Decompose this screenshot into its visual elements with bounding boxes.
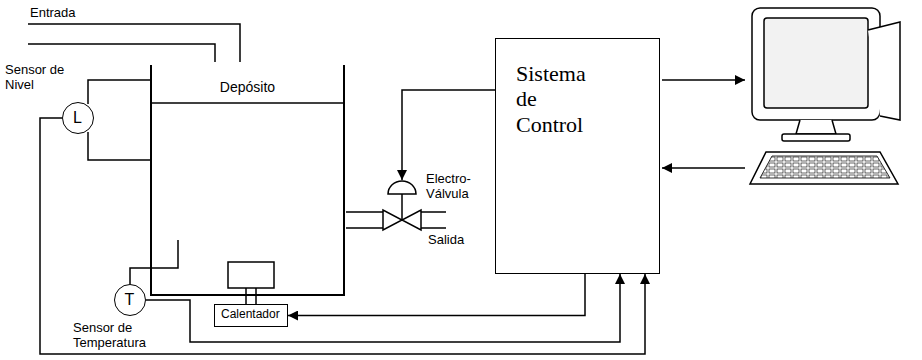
keyboard-keys	[760, 156, 890, 178]
heater-name: Calentador	[221, 308, 280, 322]
sensor-name: Sensor de Nivel	[5, 63, 79, 93]
level-sensor: LSensor de Nivel	[62, 102, 94, 134]
keyboard	[750, 152, 898, 184]
inlet-pipe	[28, 44, 215, 62]
sensor-letter: L	[63, 109, 92, 127]
input-arrow	[662, 167, 745, 169]
control-name: Sistema de Control	[516, 61, 606, 137]
heater-element	[228, 262, 274, 288]
heater-stem	[246, 288, 256, 304]
sensor-letter: T	[115, 291, 144, 309]
output-arrow	[662, 79, 745, 81]
heater-box: Calentador	[214, 304, 288, 327]
valve-name: Electro-Válvula	[426, 172, 496, 202]
valve-symbol	[380, 180, 424, 236]
outlet-pipe	[421, 212, 446, 228]
sensor-name: Sensor de Temperatura	[73, 321, 163, 351]
temperature-sensor: TSensor de Temperatura	[114, 284, 146, 316]
inlet-pipe	[28, 24, 240, 62]
tank: Depósito	[150, 65, 345, 296]
monitor-body	[868, 22, 900, 120]
signal-connector	[146, 274, 620, 342]
outlet-pipe	[346, 212, 383, 228]
inlet-label: Entrada	[30, 6, 76, 21]
monitor-stand	[796, 120, 836, 134]
monitor-screen	[764, 18, 868, 108]
monitor-base	[782, 134, 850, 141]
control-box: Sistema de Control	[495, 38, 660, 274]
outlet-label: Salida	[428, 233, 464, 248]
temperature-probe	[130, 240, 178, 284]
liquid-level	[151, 102, 344, 104]
monitor	[752, 8, 880, 120]
sensor-link	[88, 132, 150, 160]
signal-connector	[402, 90, 495, 180]
electro-valve: Electro-Válvula	[380, 180, 424, 236]
sensor-link	[88, 80, 150, 104]
tank-name: Depósito	[152, 79, 343, 95]
